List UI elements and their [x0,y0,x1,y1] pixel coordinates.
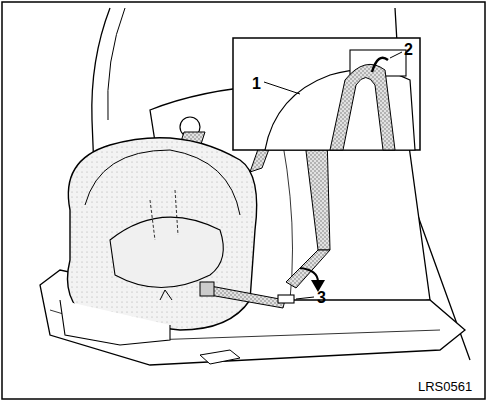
child-seat-headwing [85,150,240,215]
lap-belt [204,285,285,308]
detail-inset [233,38,420,150]
child-seat-tray [110,217,223,287]
callout-number: 2 [404,42,413,58]
anchor-point [278,295,294,303]
harness-hidden [150,190,178,240]
figure-code: LRS0561 [418,380,472,393]
child-seat-base [60,300,170,345]
buckle [200,282,214,296]
callout-number: 1 [252,76,261,92]
inset-tether-strap [330,64,395,150]
child-seat-shell [68,138,257,330]
leader-line [264,82,300,94]
tether-hook [372,58,388,72]
leader-line [390,52,402,58]
door-pillar [108,8,125,120]
callout-number: 3 [317,290,326,306]
direction-arrow [300,268,318,282]
leader-line [296,297,314,299]
child-seat-clip [160,290,172,300]
belt-tongue [200,350,240,364]
